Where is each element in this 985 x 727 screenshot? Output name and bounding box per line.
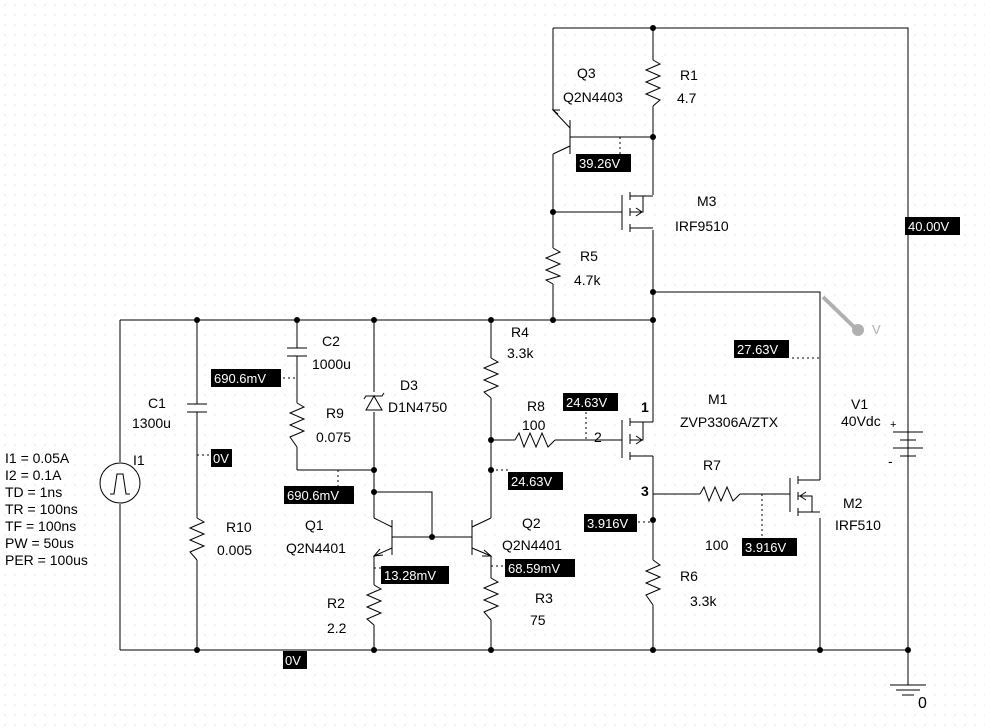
- voltage-ground: 0V: [285, 653, 301, 668]
- wires: [119, 27, 909, 685]
- source-param: I2 = 0.1A: [5, 467, 62, 483]
- transistor-q3[interactable]: [551, 109, 586, 155]
- voltage-q3-base: 39.26V: [579, 156, 621, 171]
- label-r6: R6: [680, 568, 698, 584]
- label-m3-model: IRF9510: [675, 218, 729, 234]
- label-q3: Q3: [577, 65, 596, 81]
- label-r2: R2: [327, 595, 345, 611]
- ground-label: 0: [918, 695, 927, 712]
- pin-m1-drain: 3: [641, 483, 649, 499]
- source-param: PW = 50us: [5, 535, 74, 551]
- voltage-v1-node: 40.00V: [908, 219, 950, 234]
- label-r3-value: 75: [530, 612, 546, 628]
- v1-plus: +: [890, 419, 896, 431]
- resistor-r3[interactable]: [482, 577, 500, 621]
- label-r4-value: 3.3k: [507, 345, 534, 361]
- label-r10: R10: [226, 519, 252, 535]
- label-v1-value: 40Vdc: [841, 413, 881, 429]
- label-r9-value: 0.075: [316, 429, 351, 445]
- voltage-m1-drain: 3.916V: [587, 516, 629, 531]
- label-r8-value: 100: [522, 417, 546, 433]
- resistor-r7[interactable]: [699, 485, 741, 503]
- label-m1-model: ZVP3306A/ZTX: [680, 414, 779, 430]
- resistor-r2[interactable]: [365, 584, 383, 626]
- voltage-c1-node: 0V: [213, 451, 229, 466]
- voltage-m2-drain: 27.63V: [737, 342, 779, 357]
- label-r3: R3: [535, 590, 553, 606]
- source-param: PER = 100us: [5, 552, 88, 568]
- source-parameters: I1 = 0.05A I2 = 0.1A TD = 1ns TR = 100ns…: [5, 450, 88, 568]
- probe-label: V: [872, 322, 881, 337]
- voltage-q2-emitter: 68.59mV: [508, 561, 560, 576]
- mosfet-m3[interactable]: [612, 192, 653, 232]
- label-r9: R9: [326, 405, 344, 421]
- label-r4: R4: [511, 324, 529, 340]
- label-r6-value: 3.3k: [690, 593, 717, 609]
- label-d3: D3: [400, 377, 418, 393]
- label-q2-model: Q2N4401: [502, 537, 562, 553]
- voltage-r4-bottom: 24.63V: [511, 474, 553, 489]
- label-r10-value: 0.005: [217, 542, 252, 558]
- label-i1: I1: [133, 452, 145, 468]
- transistor-q2[interactable]: [471, 517, 493, 557]
- label-m2: M2: [843, 495, 863, 511]
- label-c1: C1: [148, 395, 166, 411]
- voltage-m1-gate: 24.63V: [566, 395, 608, 410]
- pin-m1-source: 1: [641, 399, 649, 415]
- ground-symbol: [890, 684, 926, 696]
- current-source-i1[interactable]: [99, 462, 141, 504]
- label-q1: Q1: [305, 517, 324, 533]
- voltage-q1-emitter: 13.28mV: [384, 568, 436, 583]
- voltage-c2-node: 690.6mV: [214, 371, 266, 386]
- voltage-r9-bottom: 690.6mV: [287, 488, 339, 503]
- label-r5: R5: [580, 248, 598, 264]
- resistor-r9[interactable]: [288, 402, 306, 448]
- resistor-r10[interactable]: [188, 517, 206, 561]
- label-r8: R8: [527, 398, 545, 414]
- label-q3-model: Q2N4403: [563, 89, 623, 105]
- label-r7: R7: [703, 457, 721, 473]
- zener-diode-d3[interactable]: [363, 392, 385, 411]
- label-q1-model: Q2N4401: [286, 540, 346, 556]
- source-param: TF = 100ns: [5, 518, 76, 534]
- label-r5-value: 4.7k: [574, 272, 601, 288]
- label-c2: C2: [322, 333, 340, 349]
- label-m2-model: IRF510: [835, 517, 881, 533]
- capacitor-c1[interactable]: [187, 403, 207, 413]
- label-r2-value: 2.2: [327, 620, 347, 636]
- source-param: I1 = 0.05A: [5, 450, 70, 466]
- label-q2: Q2: [522, 515, 541, 531]
- label-r7-value: 100: [705, 537, 729, 553]
- mosfet-m1[interactable]: [612, 410, 654, 460]
- label-c2-value: 1000u: [312, 356, 351, 372]
- component-labels: Q3 Q2N4403 R1 4.7 M3 IRF9510 R5 4.7k R4 …: [132, 65, 927, 712]
- resistor-r1[interactable]: [644, 59, 662, 107]
- label-m3: M3: [697, 193, 717, 209]
- mosfet-m2[interactable]: [785, 476, 820, 516]
- transistor-q1[interactable]: [372, 517, 400, 557]
- pin-m1-gate: 2: [594, 429, 602, 445]
- voltage-source-v1[interactable]: [893, 420, 923, 457]
- label-r1-value: 4.7: [677, 90, 697, 106]
- source-param: TR = 100ns: [5, 501, 78, 517]
- resistor-r6[interactable]: [644, 559, 662, 606]
- capacitor-c2[interactable]: [287, 347, 307, 357]
- label-r1: R1: [680, 67, 698, 83]
- label-m1: M1: [708, 391, 728, 407]
- voltage-markers: 39.26V 40.00V 27.63V 24.63V 24.63V 690.6…: [211, 154, 960, 669]
- label-c1-value: 1300u: [132, 415, 171, 431]
- voltage-probe[interactable]: [821, 295, 864, 336]
- junction-dots: [194, 25, 911, 653]
- source-param: TD = 1ns: [5, 484, 62, 500]
- voltage-m2-gate: 3.916V: [745, 540, 787, 555]
- v1-minus: -: [888, 453, 893, 469]
- resistor-r8[interactable]: [514, 431, 556, 449]
- label-d3-model: D1N4750: [388, 399, 447, 415]
- label-v1: V1: [851, 396, 868, 412]
- resistor-r4[interactable]: [482, 357, 500, 399]
- resistor-r5[interactable]: [544, 247, 562, 285]
